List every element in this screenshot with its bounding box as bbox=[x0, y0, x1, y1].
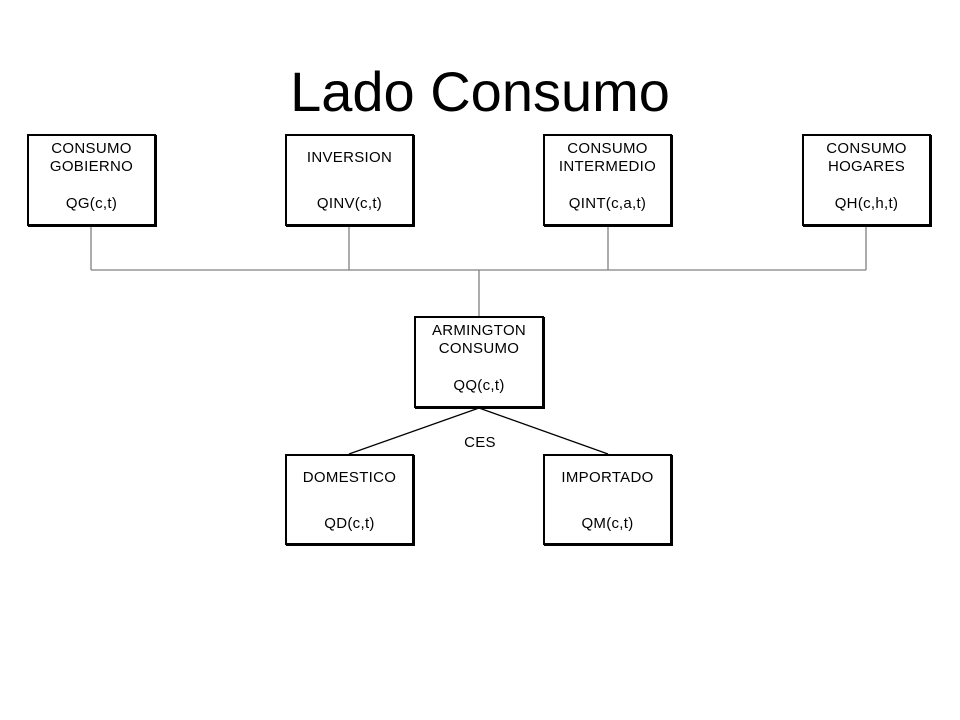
box-label-line2: GOBIERNO bbox=[49, 158, 134, 175]
box-formula: QH(c,h,t) bbox=[834, 195, 899, 212]
box-formula: QD(c,t) bbox=[324, 515, 375, 532]
box-formula: QINV(c,t) bbox=[316, 195, 383, 212]
box-importado: IMPORTADO QM(c,t) bbox=[543, 454, 672, 545]
box-domestico: DOMESTICO QD(c,t) bbox=[285, 454, 414, 545]
box-consumo-hogares: CONSUMO HOGARES QH(c,h,t) bbox=[802, 134, 931, 226]
box-label-line1: DOMESTICO bbox=[302, 469, 397, 486]
ces-label: CES bbox=[464, 434, 496, 451]
box-armington-consumo: ARMINGTON CONSUMO QQ(c,t) bbox=[414, 316, 544, 408]
box-consumo-intermedio: CONSUMO INTERMEDIO QINT(c,a,t) bbox=[543, 134, 672, 226]
connector-armington-importado bbox=[478, 407, 609, 455]
box-label-line1: CONSUMO bbox=[51, 140, 132, 157]
box-label-line2: CONSUMO bbox=[438, 340, 520, 357]
box-formula: QINT(c,a,t) bbox=[568, 195, 647, 212]
box-label-line1: CONSUMO bbox=[567, 140, 648, 157]
box-label-line1: IMPORTADO bbox=[561, 469, 654, 486]
box-label-line2: HOGARES bbox=[827, 158, 906, 175]
box-formula: QQ(c,t) bbox=[453, 377, 505, 394]
box-label-line1: INVERSION bbox=[306, 149, 393, 166]
box-inversion: INVERSION QINV(c,t) bbox=[285, 134, 414, 226]
box-label-line1: ARMINGTON bbox=[431, 322, 527, 339]
box-formula: QG(c,t) bbox=[65, 195, 118, 212]
box-label-line2: INTERMEDIO bbox=[558, 158, 657, 175]
box-consumo-gobierno: CONSUMO GOBIERNO QG(c,t) bbox=[27, 134, 156, 226]
page-title: Lado Consumo bbox=[290, 60, 670, 123]
box-label-line1: CONSUMO bbox=[826, 140, 907, 157]
box-formula: QM(c,t) bbox=[581, 515, 634, 532]
connector-armington-domestico bbox=[348, 407, 480, 455]
